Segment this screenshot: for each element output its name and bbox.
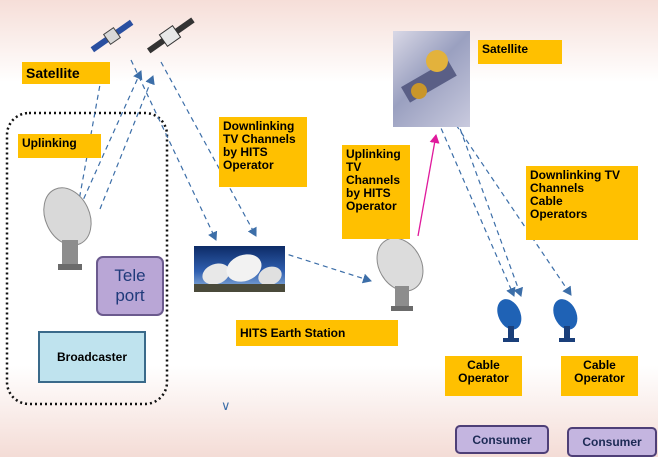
downlink-arrow-1 — [130, 59, 218, 241]
satellite-dish-icon — [43, 187, 92, 270]
blue-dish-icon — [553, 299, 578, 342]
label-hits-earth-station: HITS Earth Station — [236, 320, 398, 346]
label-downlinking-hits: Downlinking TV Channels by HITS Operator — [219, 117, 307, 187]
label-cable-operator-1: Cable Operator — [445, 356, 522, 396]
label-satellite-left: Satellite — [22, 62, 110, 84]
cable-downlink-arrow-1 — [433, 111, 516, 297]
broadcaster-box: Broadcaster — [38, 331, 146, 383]
uplink-arrow-2 — [79, 70, 143, 208]
label-satellite-right: Satellite — [478, 40, 562, 64]
blue-dish-icon — [497, 299, 522, 342]
satellite-photo — [393, 31, 470, 127]
consumer-box-1: Consumer — [455, 425, 549, 454]
consumer-box-2: Consumer — [567, 427, 657, 457]
teleport-boundary — [5, 111, 169, 406]
satellite-icon — [146, 17, 195, 54]
label-uplinking-hits: Uplinking TV Channels by HITS Operator — [342, 145, 410, 239]
uplink-arrow-3 — [99, 75, 155, 210]
hits-uplink-arrow — [417, 134, 440, 237]
satellite-dish-icon — [376, 237, 424, 311]
down-chevron-icon: ∨ — [221, 398, 231, 413]
satellite-icon — [90, 19, 134, 53]
label-uplinking: Uplinking — [18, 134, 101, 158]
cable-downlink-arrow-3 — [453, 111, 523, 297]
downlink-arrow-2 — [160, 61, 257, 237]
label-downlinking-cable: Downlinking TV Channels Cable Operators — [526, 166, 638, 240]
station-link-arrow — [279, 251, 372, 284]
dish-array-photo — [194, 246, 285, 292]
cable-downlink-arrow-2 — [445, 109, 572, 296]
label-cable-operator-2: Cable Operator — [561, 356, 638, 396]
